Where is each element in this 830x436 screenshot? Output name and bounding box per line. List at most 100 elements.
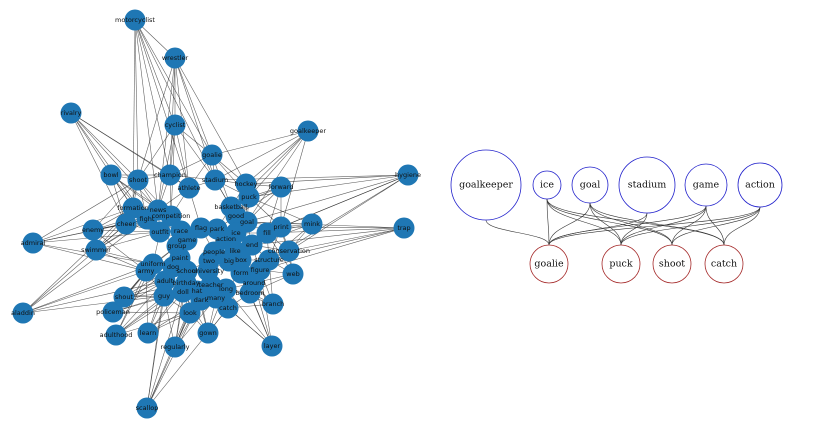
network-edge [70, 112, 127, 225]
bipartite-node-label: ice [540, 180, 554, 191]
network-edge [22, 263, 154, 314]
network-node-circle [142, 253, 164, 275]
network-node-label: swimmer [81, 246, 111, 254]
network-edge [134, 19, 190, 189]
network-node-circle [297, 120, 319, 142]
network-node-label: army [138, 267, 155, 275]
network-node-circle [105, 324, 127, 346]
network-node-label: ice [231, 229, 240, 237]
network-node-label: adult [157, 277, 174, 285]
network-node-label: teacher [199, 281, 224, 289]
network-edge [174, 57, 213, 156]
network-node-label: forward [269, 183, 294, 191]
network-node-label: shoot [129, 176, 147, 184]
network-node-label: race [174, 227, 188, 235]
network-node-label: shout [115, 293, 134, 301]
network-edge [246, 130, 309, 223]
bipartite-edge-ice-shoot [546, 198, 673, 246]
network-edge [95, 231, 161, 251]
network-node-competition [160, 205, 182, 227]
network-node-circle [204, 169, 226, 191]
network-edge [22, 270, 147, 314]
bipartite-node-circle [601, 244, 641, 284]
network-node-label: look [183, 309, 197, 317]
network-node-label: action [216, 235, 236, 243]
network-node-goalie [201, 144, 223, 166]
network-node-layer [261, 335, 283, 357]
network-node-circle [164, 336, 186, 358]
network-node-circle [85, 239, 107, 261]
bipartite-edge-goal-goalie [548, 202, 591, 246]
network-node-circle [262, 293, 284, 315]
network-node-hockey [235, 173, 257, 195]
network-node-label: fight [140, 215, 155, 223]
network-node-label: goalie [202, 151, 222, 159]
network-node-label: box [235, 256, 247, 264]
network-edge [248, 130, 309, 198]
network-edge [248, 196, 313, 225]
network-node-label: scallop [136, 404, 159, 412]
bipartite-node-circle [704, 244, 744, 284]
network-node-label: cheer [117, 220, 136, 228]
network-node-circle [149, 221, 171, 243]
network-node-circle [160, 205, 182, 227]
network-node-label: formation [117, 204, 149, 212]
network-node-label: two [203, 257, 215, 265]
bipartite-node-label: stadium [628, 180, 667, 191]
bipartite-edge-goalkeeper-goalie [485, 219, 550, 246]
network-edge [211, 130, 309, 156]
network-node-web [282, 263, 304, 285]
network-node-label: puck [241, 193, 257, 201]
bipartite-edge-goal-shoot [589, 202, 673, 246]
bipartite-node-circle [652, 244, 692, 284]
network-node-circle [12, 302, 34, 324]
network-node-circle [137, 322, 159, 344]
network-node-good [225, 205, 247, 227]
network-node-circle [301, 213, 323, 235]
network-node-label: figure [251, 266, 270, 274]
network-node-circle [270, 216, 292, 238]
network-node-label: news [150, 206, 167, 214]
network-node-label: athlete [177, 184, 200, 192]
bipartite-top-node-goalkeeper: goalkeeper [450, 149, 522, 221]
network-edge [174, 124, 216, 181]
network-node-bowl [100, 164, 122, 186]
bipartite-edge-action-goalie [548, 206, 761, 246]
network-node-label: champion [154, 171, 186, 179]
network-node-circle [154, 270, 176, 292]
network-node-goalkeeper [297, 120, 319, 142]
bipartite-edge-action-catch [723, 206, 761, 246]
bipartite-edge-goal-catch [589, 202, 725, 246]
network-node-label: people [203, 248, 225, 256]
network-node-label: good [228, 212, 244, 220]
network-node-label: motorcyclist [115, 16, 155, 24]
network-node-cheer [115, 213, 137, 235]
bipartite-top-node-ice: ice [532, 170, 562, 200]
network-edge [259, 227, 405, 271]
network-node-circle [179, 302, 201, 324]
network-node-label: wrestler [162, 54, 189, 62]
network-edge [225, 288, 273, 347]
network-node-label: birthday [172, 279, 199, 287]
network-node-circle [159, 164, 181, 186]
bipartite-edge-action-puck [620, 206, 761, 246]
network-node-label: structure [254, 256, 284, 264]
network-node-label: university [192, 267, 224, 275]
network-node-label: basketball [214, 203, 247, 211]
network-edge [251, 227, 405, 246]
bipartite-top-node-game: game [684, 163, 728, 207]
network-node-label: fill [263, 229, 271, 237]
network-node-gown [197, 322, 219, 344]
bipartite-top-node-action: action [737, 162, 783, 208]
network-edge [246, 174, 409, 223]
network-node-label: learn [140, 329, 156, 337]
network-node-look [179, 302, 201, 324]
network-node-swimmer [85, 239, 107, 261]
network-edge [112, 311, 191, 314]
network-edge [157, 57, 176, 211]
bipartite-edge-action-shoot [671, 206, 761, 246]
network-node-forward [270, 176, 292, 198]
network-node-label: goalkeeper [290, 127, 327, 135]
